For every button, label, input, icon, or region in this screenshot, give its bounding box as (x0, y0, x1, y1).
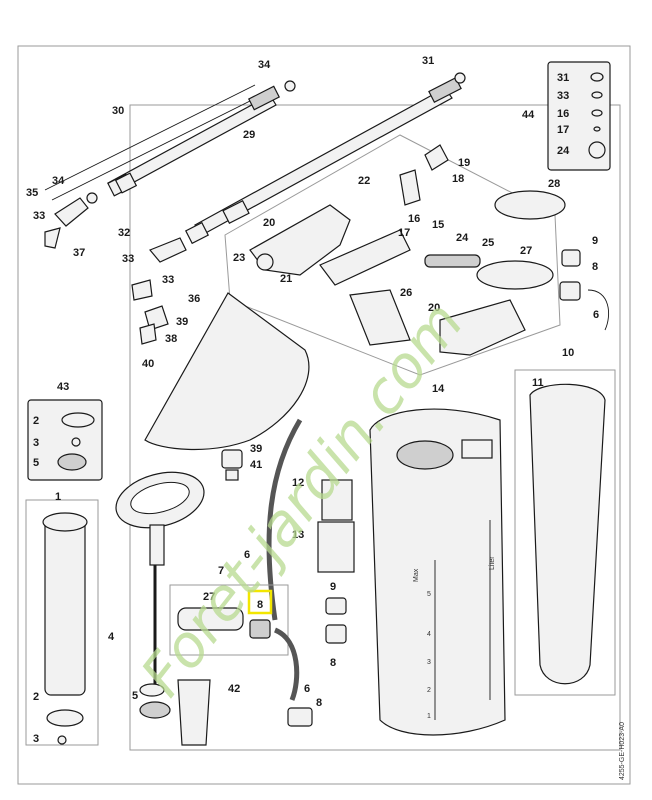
nozzle-assembly-2 (131, 237, 187, 345)
tank-liter-label: Liter (489, 556, 496, 570)
grease-tube-42 (177, 679, 211, 746)
label-31a: 31 (422, 55, 434, 67)
label-37: 37 (73, 247, 85, 259)
label-34a: 34 (258, 59, 271, 71)
label-6a: 6 (593, 309, 599, 321)
label-33b: 33 (122, 253, 134, 265)
tank-scale-4: 4 (427, 631, 431, 638)
handle-assembly (249, 144, 566, 356)
label-3a: 3 (33, 437, 39, 449)
label-18: 18 (452, 173, 464, 185)
tank-scale-5: 5 (427, 591, 431, 598)
label-32: 32 (118, 227, 130, 239)
label-9b: 9 (330, 581, 336, 593)
pump-handle (115, 471, 205, 719)
label-2b: 2 (33, 691, 39, 703)
label-20b: 20 (428, 302, 440, 314)
label-8a: 8 (592, 261, 598, 273)
label-20a: 20 (263, 217, 275, 229)
label-26: 26 (400, 287, 412, 299)
label-27b: 27 (203, 591, 215, 603)
label-6b: 6 (244, 549, 250, 561)
label-2a: 2 (33, 415, 39, 427)
spray-tube-29 (184, 72, 466, 245)
spray-tube-30 (44, 80, 296, 201)
label-21: 21 (280, 273, 292, 285)
tank-scale-3: 3 (427, 659, 431, 666)
legend-44-item-1: 31 (557, 72, 569, 84)
label-14: 14 (432, 383, 445, 395)
label-43: 43 (57, 381, 69, 393)
label-27a: 27 (520, 245, 532, 257)
pump-box-1 (25, 499, 99, 746)
label-6c: 6 (304, 683, 310, 695)
label-23: 23 (233, 252, 245, 264)
legend-44-item-2: 33 (557, 90, 569, 102)
label-15: 15 (432, 219, 444, 231)
label-36: 36 (188, 293, 200, 305)
label-4: 4 (108, 631, 115, 643)
nozzle-assembly (44, 172, 138, 249)
label-38: 38 (165, 333, 177, 345)
label-9a: 9 (592, 235, 598, 247)
belt-strap (529, 383, 606, 685)
label-29: 29 (243, 129, 255, 141)
label-39a: 39 (176, 316, 188, 328)
label-44: 44 (522, 109, 535, 121)
tank-scale-1: 1 (427, 713, 431, 720)
label-5b: 5 (132, 690, 138, 702)
legend-44-item-4: 17 (557, 124, 569, 136)
kit-box-7 (169, 584, 289, 656)
label-33a: 33 (33, 210, 45, 222)
highlight-box-8 (247, 589, 273, 615)
label-41: 41 (250, 459, 262, 471)
label-11: 11 (532, 377, 544, 389)
inner-frame (129, 104, 621, 751)
part-27 (177, 607, 244, 631)
label-8-highlighted: 8 (257, 599, 263, 611)
legend-44-item-3: 16 (557, 108, 569, 120)
label-1: 1 (55, 491, 61, 503)
label-34b: 34 (52, 175, 65, 187)
label-40: 40 (142, 358, 154, 370)
callout-labels: 34 31 30 29 34 35 33 37 32 33 33 36 39 3… (26, 55, 599, 745)
main-frame (17, 45, 631, 785)
label-19: 19 (458, 157, 470, 169)
legend-44-labels: 31 33 16 17 24 (557, 72, 606, 159)
label-12: 12 (292, 477, 304, 489)
label-8b: 8 (330, 657, 336, 669)
label-33c: 33 (162, 274, 174, 286)
label-10: 10 (562, 347, 574, 359)
label-13: 13 (292, 529, 304, 541)
label-5a: 5 (33, 457, 39, 469)
pump-cylinder (44, 519, 86, 696)
hose-6 (266, 418, 303, 621)
shield-40 (144, 292, 310, 451)
drawing-code: 4255-GE-H023-A0 (619, 722, 626, 780)
label-25: 25 (482, 237, 494, 249)
label-30: 30 (112, 105, 124, 117)
belt-box-10 (514, 369, 616, 696)
tank (369, 408, 506, 736)
legend-44-item-5: 24 (557, 145, 570, 157)
label-22: 22 (358, 175, 370, 187)
tank-scale-2: 2 (427, 687, 431, 694)
part-8-nut (249, 619, 271, 639)
label-7: 7 (218, 565, 224, 577)
tank-max-label: Max (413, 568, 420, 582)
label-16: 16 (408, 213, 420, 225)
label-3b: 3 (33, 733, 39, 745)
label-35: 35 (26, 187, 38, 199)
right-fittings (559, 249, 609, 331)
label-17: 17 (398, 227, 410, 239)
label-8c: 8 (316, 697, 322, 709)
label-42: 42 (228, 683, 240, 695)
label-39b: 39 (250, 443, 262, 455)
label-28: 28 (548, 178, 560, 190)
label-24: 24 (456, 232, 469, 244)
